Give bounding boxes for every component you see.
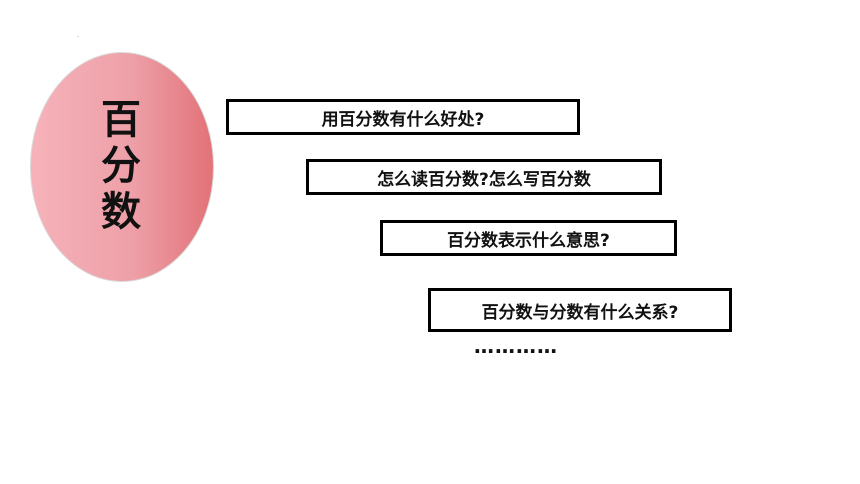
question-text: 怎么读百分数?怎么写百分数 xyxy=(377,169,591,190)
question-text: 百分数表示什么意思? xyxy=(447,230,610,251)
question-text: 用百分数有什么好处? xyxy=(321,109,485,130)
question-box-relation: 百分数与分数有什么关系? xyxy=(428,288,732,332)
question-text: 百分数与分数有什么关系? xyxy=(481,302,679,323)
ellipsis: ………… xyxy=(474,334,558,358)
question-box-benefits: 用百分数有什么好处? xyxy=(226,99,580,135)
question-box-read-write: 怎么读百分数?怎么写百分数 xyxy=(306,159,662,195)
stray-mark: . xyxy=(77,32,79,39)
question-box-meaning: 百分数表示什么意思? xyxy=(380,220,677,256)
topic-title: 百分数 xyxy=(94,98,140,236)
topic-oval: 百分数 xyxy=(30,52,214,282)
